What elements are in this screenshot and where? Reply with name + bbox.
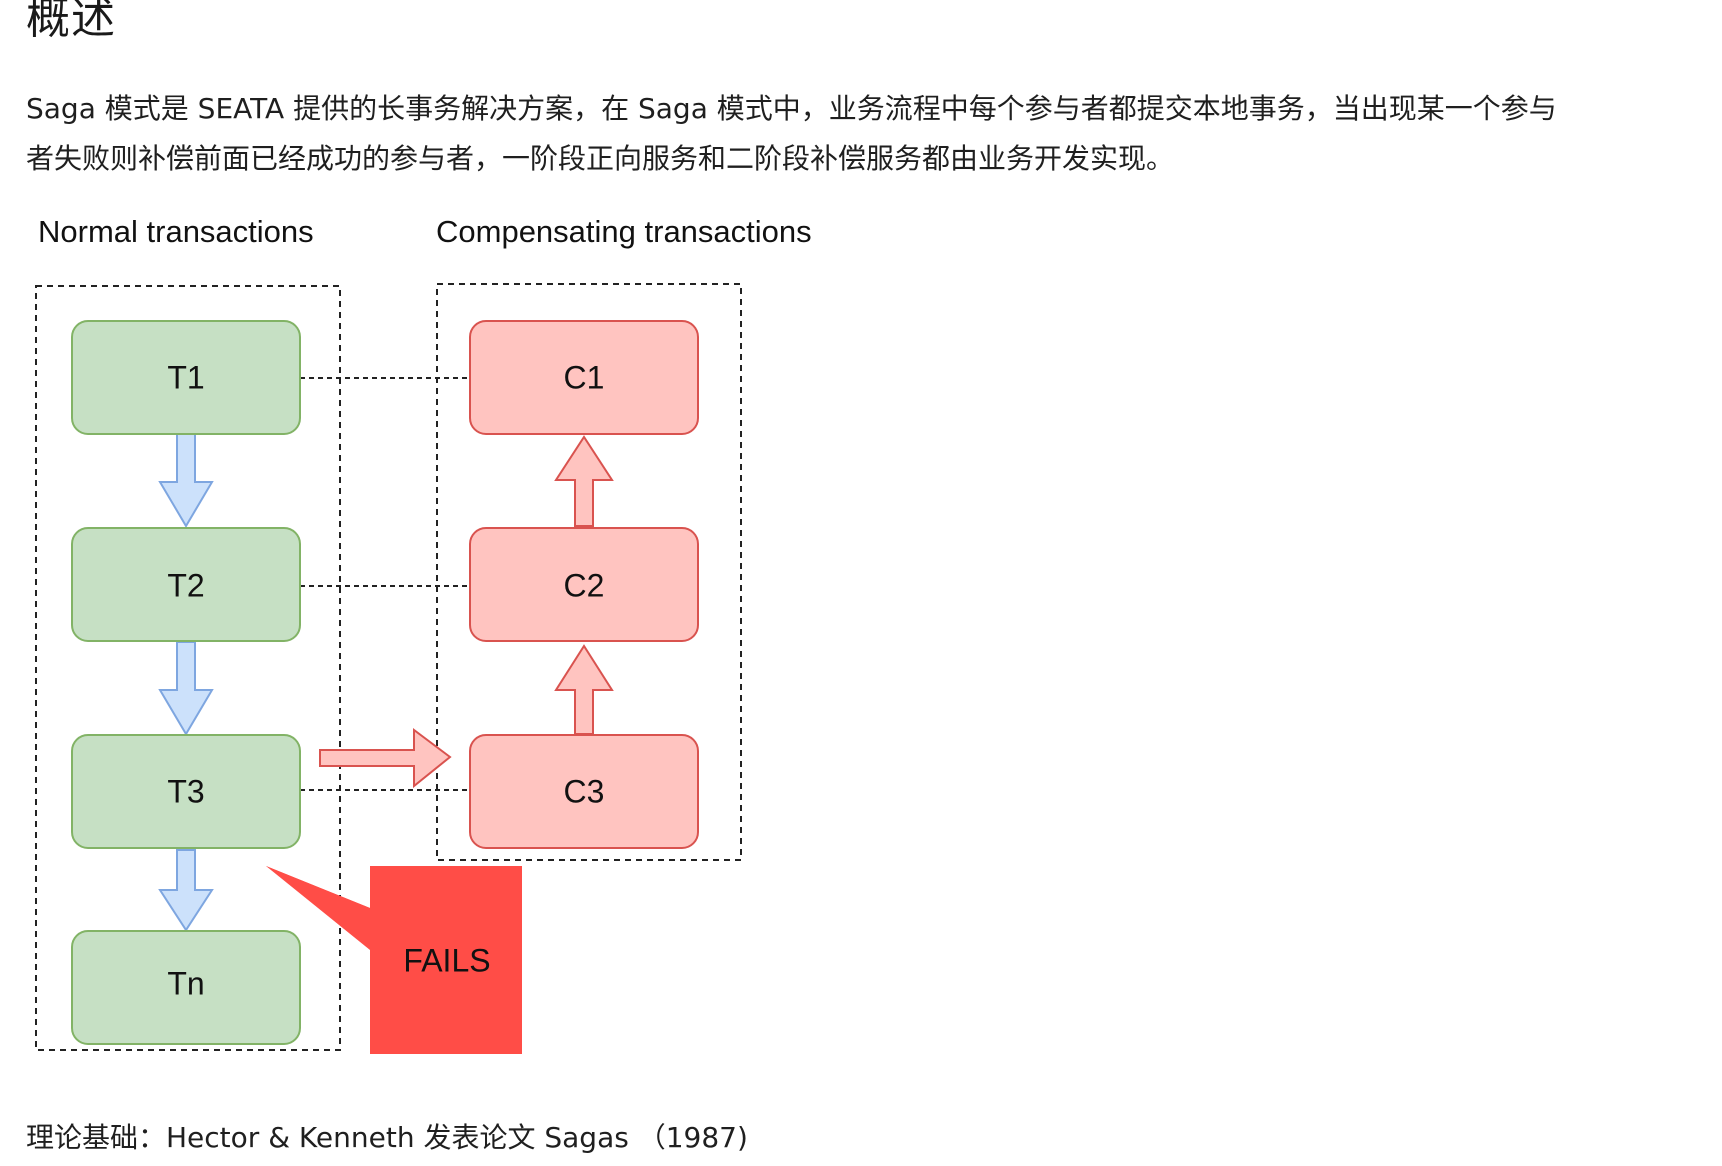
overview-paragraph: Saga 模式是 SEATA 提供的长事务解决方案，在 Saga 模式中，业务流… xyxy=(26,84,1686,184)
page-heading: 概述 xyxy=(26,0,116,44)
compensation-box-c1: C1 xyxy=(469,320,699,435)
box-label: T3 xyxy=(167,773,204,809)
arrow-up-icon xyxy=(554,644,614,735)
fails-callout: FAILS xyxy=(266,866,522,1054)
arrow-up-icon xyxy=(554,435,614,527)
normal-transactions-title: Normal transactions xyxy=(38,214,314,249)
arrow-down-icon xyxy=(158,641,214,736)
box-label: T2 xyxy=(167,567,204,603)
arrow-down-icon xyxy=(158,849,214,932)
compensation-box-c2: C2 xyxy=(469,527,699,642)
fails-label: FAILS xyxy=(403,942,490,978)
box-label: T1 xyxy=(167,359,204,395)
compensating-transactions-title: Compensating transactions xyxy=(436,214,812,249)
normal-group-frame xyxy=(35,285,341,1051)
arrow-down-icon xyxy=(158,433,214,528)
transaction-box-tn: Tn xyxy=(71,930,301,1045)
box-label: Tn xyxy=(167,965,204,1001)
theory-basis-note: 理论基础：Hector & Kenneth 发表论文 Sagas （1987) xyxy=(26,1121,748,1154)
paragraph-line-2: 者失败则补偿前面已经成功的参与者，一阶段正向服务和二阶段补偿服务都由业务开发实现… xyxy=(26,142,1175,175)
transaction-box-t3: T3 xyxy=(71,734,301,849)
paragraph-line-1: Saga 模式是 SEATA 提供的长事务解决方案，在 Saga 模式中，业务流… xyxy=(26,92,1557,125)
box-label: C2 xyxy=(564,567,605,603)
transaction-box-t2: T2 xyxy=(71,527,301,642)
box-label: C1 xyxy=(564,359,605,395)
box-label: C3 xyxy=(564,773,605,809)
compensation-box-c3: C3 xyxy=(469,734,699,849)
saga-diagram: Normal transactions Compensating transac… xyxy=(35,214,812,1054)
arrow-right-icon xyxy=(319,728,452,789)
transaction-box-t1: T1 xyxy=(71,320,301,435)
